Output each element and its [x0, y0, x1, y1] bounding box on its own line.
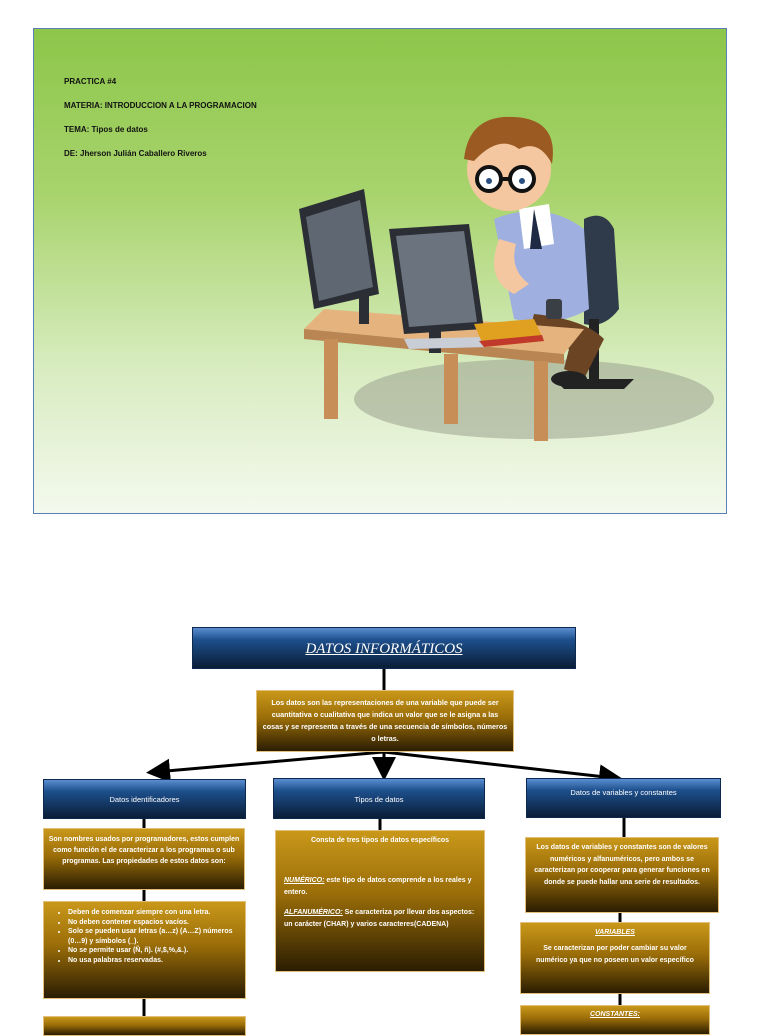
variables-constantes-description: Los datos de variables y constantes son …	[525, 837, 719, 913]
identificadores-properties: Deben de comenzar siempre con una letra.…	[43, 901, 246, 999]
numerico-text: este tipo de datos comprende a los reale…	[284, 877, 472, 896]
tipos-numerico: NUMÉRICO: este tipo de datos comprende a…	[284, 875, 476, 899]
list-item: Solo se pueden usar letras (a…z) (A…Z) n…	[68, 927, 237, 946]
cover-info: PRACTICA #4 MATERIA: INTRODUCCION A LA P…	[64, 77, 257, 173]
alfanumerico-label: ALFANUMÉRICO:	[284, 909, 343, 916]
tipos-description: Consta de tres tipos de datos específico…	[275, 830, 485, 972]
cover-practica: PRACTICA #4	[64, 77, 117, 86]
definition-box: Los datos son las representaciones de un…	[256, 690, 514, 752]
variables-box: VARIABLES Se caracterizan por poder camb…	[520, 922, 710, 994]
variables-text: Se caracterizan por poder cambiar su val…	[536, 945, 694, 964]
cover-panel: PRACTICA #4 MATERIA: INTRODUCCION A LA P…	[33, 28, 727, 514]
alfanumerico-text: Se caracteriza por llevar dos aspectos: …	[284, 909, 475, 928]
list-item: No usa palabras reservadas.	[68, 956, 237, 966]
cover-author: DE: Jherson Julián Caballero Riveros	[64, 149, 207, 158]
heading-variables-constantes: Datos de variables y constantes	[526, 778, 721, 818]
programmer-illustration	[299, 116, 714, 441]
list-item: No se permite usar (Ñ, ñ). (#,$,%,&.).	[68, 946, 237, 956]
cover-tema: TEMA: Tipos de datos	[64, 125, 148, 134]
tipos-intro: Consta de tres tipos de datos específico…	[310, 837, 450, 844]
heading-identificadores: Datos identificadores	[43, 779, 246, 819]
cover-materia: MATERIA: INTRODUCCION A LA PROGRAMACION	[64, 101, 257, 110]
variables-label: VARIABLES	[595, 929, 635, 936]
numerico-label: NUMÉRICO:	[284, 877, 325, 884]
tipos-alfanumerico: ALFANUMÉRICO: Se caracteriza por llevar …	[284, 907, 476, 931]
constantes-box: CONSTANTES:	[520, 1005, 710, 1035]
heading-tipos: Tipos de datos	[273, 778, 485, 819]
map-title: DATOS INFORMÁTICOS	[192, 627, 576, 669]
constantes-label: CONSTANTES:	[589, 1011, 641, 1018]
identificadores-next-box	[43, 1016, 246, 1036]
list-item: No deben contener espacios vacíos.	[68, 918, 237, 928]
list-item: Deben de comenzar siempre con una letra.	[68, 908, 237, 918]
identificadores-description: Son nombres usados por programadores, es…	[43, 828, 245, 890]
properties-list: Deben de comenzar siempre con una letra.…	[54, 908, 237, 965]
